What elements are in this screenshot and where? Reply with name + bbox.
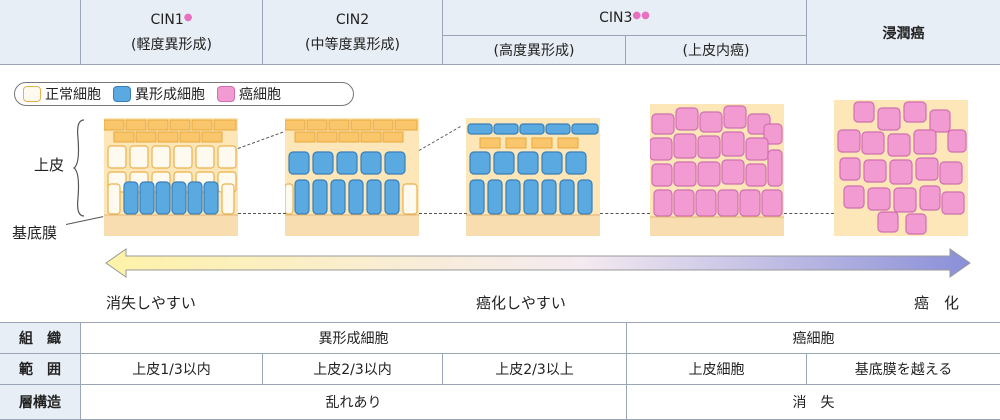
tissue-cin2-drawing — [285, 118, 419, 236]
tissue-cin1 — [104, 118, 238, 236]
legend-cancer: 癌細胞 — [217, 84, 281, 104]
stage-cin1-sub: (軽度異形成) — [131, 37, 212, 53]
header-band — [0, 0, 1000, 64]
cell-range-cin2: 上皮2/3以内 — [313, 362, 392, 378]
cell-tissue-dysplasia: 異形成細胞 — [318, 331, 389, 347]
stage-cin1-title: CIN1 — [150, 12, 184, 28]
stage-cin2-title: CIN2 — [335, 12, 370, 28]
cell-structure-disordered: 乱れあり — [325, 395, 382, 411]
tissue-cin2 — [285, 118, 419, 236]
connector-top-1 — [237, 131, 284, 149]
row-label-range: 範 囲 — [19, 362, 61, 378]
cancer-cell-swatch-icon — [217, 86, 235, 102]
stage-cin2-sub: (中等度異形成) — [305, 37, 400, 53]
arrow-label-center: 癌化しやすい — [476, 294, 566, 312]
arrow-label-left: 消失しやすい — [106, 294, 196, 312]
tissue-cin3-cis-drawing — [650, 104, 784, 236]
row-label-tissue: 組 織 — [19, 331, 61, 347]
connector-base-4 — [784, 213, 834, 214]
row-label-structure: 層構造 — [19, 395, 61, 411]
arrow-label-right: 癌 化 — [914, 294, 960, 312]
basement-label: 基底膜 — [12, 224, 58, 242]
tissue-cin3-high — [466, 118, 600, 236]
connector-base-2 — [419, 213, 467, 214]
connector-base-1 — [238, 213, 286, 214]
tissue-cin3-high-drawing — [466, 118, 600, 236]
cell-range-cis: 上皮細胞 — [688, 362, 745, 378]
stage-cin2-header: CIN2 (中等度異形成) — [263, 4, 442, 62]
cell-range-cin1: 上皮1/3以内 — [132, 362, 211, 378]
stage-cin3-title: CIN3 — [599, 10, 633, 26]
legend: 正常細胞 異形成細胞 癌細胞 — [14, 82, 354, 106]
stage-invasive-header: 浸潤癌 — [882, 26, 925, 42]
connector-top-2 — [418, 126, 461, 151]
progression-arrow-icon — [105, 248, 971, 278]
cell-range-cin3: 上皮2/3以上 — [495, 362, 574, 378]
cell-tissue-cancer: 癌細胞 — [792, 331, 835, 347]
legend-abnormal: 異形成細胞 — [113, 84, 205, 104]
stage-cin1-header: CIN1● (軽度異形成) — [131, 12, 212, 53]
tissue-invasive-drawing — [834, 100, 968, 236]
tissue-cin1-drawing — [104, 118, 238, 236]
epithelium-label: 上皮 — [34, 156, 65, 174]
stage-cin3-header: CIN3●● — [599, 10, 650, 26]
legend-normal: 正常細胞 — [23, 84, 101, 104]
tissue-invasive — [834, 100, 968, 236]
epithelium-brace-icon — [72, 119, 85, 217]
cell-range-invasive: 基底膜を越える — [854, 362, 953, 378]
cell-structure-lost: 消 失 — [792, 395, 835, 411]
abnormal-cell-swatch-icon — [113, 86, 131, 102]
tissue-cin3-cis — [650, 104, 784, 236]
stage-cin3-sub-b: (上皮内癌) — [682, 43, 750, 59]
connector-base-3 — [600, 213, 650, 214]
stage-cin3-sub-a: (高度異形成) — [493, 43, 575, 59]
normal-cell-swatch-icon — [23, 86, 41, 102]
